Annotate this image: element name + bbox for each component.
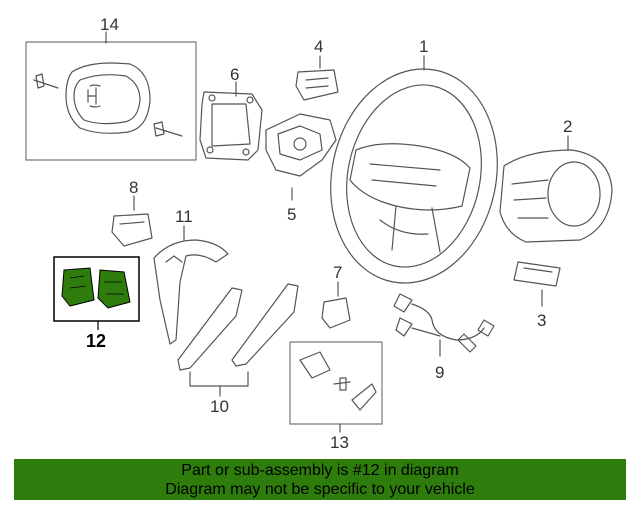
part-14-box <box>25 41 197 161</box>
part-2-trim[interactable] <box>499 135 613 243</box>
banner-line-2: Diagram may not be specific to your vehi… <box>165 481 475 498</box>
callout-11: 11 <box>175 207 193 226</box>
part-9-harness[interactable] <box>393 293 495 357</box>
part-14-bolt-left <box>33 73 59 89</box>
callout-7: 7 <box>333 263 342 282</box>
callout-12: 12 <box>86 331 106 351</box>
banner-line-1: Part or sub-assembly is #12 in diagram <box>181 462 459 479</box>
part-14-airbag-cover <box>65 62 151 134</box>
part-4-clip[interactable] <box>295 55 339 101</box>
callout-9: 9 <box>435 363 444 382</box>
callout-8: 8 <box>129 178 138 197</box>
part-12-right-switch <box>97 269 131 309</box>
callout-4: 4 <box>314 37 323 56</box>
callout-10: 10 <box>210 397 229 416</box>
part-1-steering-wheel[interactable] <box>311 53 516 298</box>
notice-banner: Part or sub-assembly is #12 in diagram D… <box>14 459 626 500</box>
part-11-garnish[interactable] <box>153 225 229 345</box>
part-12-switch-group[interactable] <box>53 256 140 330</box>
part-13-group[interactable] <box>289 341 383 433</box>
part-7-button[interactable] <box>321 281 351 329</box>
part-14-airbag-group[interactable] <box>25 31 197 161</box>
part-3-cover[interactable] <box>513 261 561 307</box>
callout-6: 6 <box>230 65 239 84</box>
part-12-box <box>53 256 140 322</box>
callout-1: 1 <box>419 37 428 56</box>
part-10-trims[interactable] <box>177 283 299 397</box>
part-14-bolt-right <box>153 121 183 137</box>
callout-2: 2 <box>563 117 572 136</box>
callout-13: 13 <box>330 433 349 452</box>
part-5-reel[interactable] <box>265 113 337 201</box>
callout-5: 5 <box>287 205 296 224</box>
part-6-bracket[interactable] <box>199 81 263 161</box>
part-8-switch[interactable] <box>111 195 153 247</box>
callout-14: 14 <box>100 15 119 34</box>
part-13-box <box>289 341 383 425</box>
callout-3: 3 <box>537 311 546 330</box>
